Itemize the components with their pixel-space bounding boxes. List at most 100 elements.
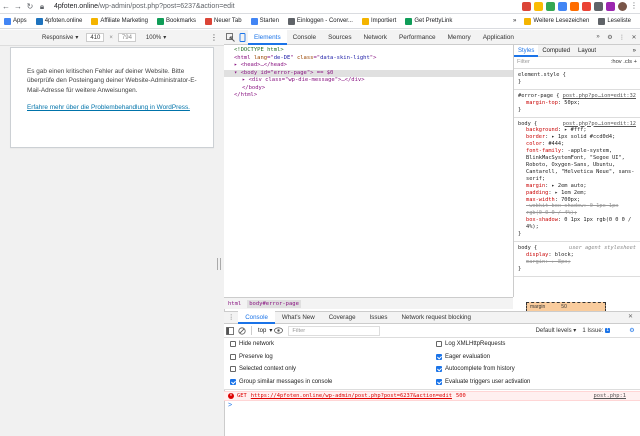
- clear-console-icon[interactable]: [236, 323, 248, 338]
- setting-log-xmlhttprequests[interactable]: Log XMLHttpRequests: [436, 341, 505, 347]
- context-select[interactable]: top: [258, 327, 267, 334]
- checkbox[interactable]: [230, 378, 236, 385]
- bookmark-item[interactable]: Bookmarks: [156, 17, 196, 25]
- checkbox[interactable]: [436, 378, 442, 385]
- bookmark-item[interactable]: 4pfoten.online: [35, 17, 82, 25]
- checkbox[interactable]: [436, 366, 442, 372]
- tab-performance[interactable]: Performance: [399, 33, 436, 41]
- checkbox[interactable]: [436, 341, 442, 347]
- tab-sources[interactable]: Sources: [328, 33, 352, 41]
- rule-source-link[interactable]: post.php?po…ion=edit:12: [562, 120, 636, 127]
- styles-filter[interactable]: Filter :hov .cls +: [514, 57, 640, 69]
- checkbox[interactable]: [436, 353, 442, 360]
- setting-preserve-log[interactable]: Preserve log: [230, 353, 273, 360]
- inspect-icon[interactable]: [224, 30, 236, 45]
- dom-node[interactable]: </body>: [242, 84, 266, 91]
- bookmark-item[interactable]: Einloggen - Conver...: [287, 17, 353, 25]
- dom-node-selected[interactable]: ▾ <body id="error-page"> == $0: [224, 69, 513, 77]
- drawer-menu-icon[interactable]: ⋮: [228, 314, 235, 321]
- tab-layout[interactable]: Layout: [578, 47, 597, 54]
- extension-icon[interactable]: [546, 2, 555, 11]
- extension-icon[interactable]: [606, 2, 615, 11]
- checkbox[interactable]: [230, 353, 236, 360]
- device-mode-select[interactable]: Responsive: [42, 34, 74, 41]
- dom-node[interactable]: ▸ <head>…</head>: [234, 62, 287, 68]
- bookmark-item[interactable]: Get PrettyLink: [405, 17, 452, 25]
- error-url-link[interactable]: https://4pfoten.online/wp-admin/post.php…: [250, 393, 452, 399]
- more-icon[interactable]: ⋮: [619, 34, 625, 41]
- tab-memory[interactable]: Memory: [447, 33, 471, 41]
- gear-icon[interactable]: ⚙: [629, 328, 635, 334]
- drawer-tab-what-s-new[interactable]: What's New: [281, 314, 315, 321]
- setting-evaluate-triggers-user-activation[interactable]: Evaluate triggers user activation: [436, 378, 530, 385]
- tab-styles[interactable]: Styles: [514, 45, 539, 57]
- style-property[interactable]: box-shadow: 0 1px 1px rgb(0 0 0 / 4%);: [518, 217, 636, 231]
- tab-console[interactable]: Console: [292, 33, 317, 41]
- drawer-tab-console[interactable]: Console: [238, 311, 275, 324]
- tab-application[interactable]: Application: [482, 33, 514, 41]
- more-tabs-icon[interactable]: »: [596, 34, 600, 40]
- troubleshooting-link[interactable]: Erfahre mehr über die Problembehandlung …: [27, 103, 190, 111]
- style-property[interactable]: padding: ▸ 1em 2em;: [518, 190, 636, 197]
- rule-source-link[interactable]: post.php?po…ion=edit:32: [562, 92, 636, 99]
- bookmark-item[interactable]: Affiliate Marketing: [91, 17, 148, 25]
- bookmark-item[interactable]: Starten: [250, 17, 279, 25]
- setting-autocomplete-from-history[interactable]: Autocomplete from history: [436, 366, 515, 372]
- rule-selector[interactable]: element.style {: [518, 72, 566, 78]
- style-property[interactable]: margin: ▸ 8px;: [518, 259, 636, 266]
- back-icon[interactable]: ←: [2, 2, 10, 11]
- viewport-height-input[interactable]: 794: [117, 33, 136, 42]
- close-icon[interactable]: ✕: [631, 34, 637, 41]
- checkbox[interactable]: [230, 341, 236, 347]
- rule-selector[interactable]: body {: [518, 244, 538, 251]
- more-tabs-icon[interactable]: »: [632, 47, 636, 54]
- reload-icon[interactable]: ↻: [26, 2, 34, 11]
- style-property[interactable]: margin-top: 50px;: [518, 100, 636, 107]
- issues-button[interactable]: 1 Issue:1: [582, 328, 610, 334]
- resize-handle[interactable]: [217, 258, 221, 270]
- drawer-tab-network-request-blocking[interactable]: Network request blocking: [401, 314, 471, 321]
- breadcrumb-item[interactable]: html: [228, 300, 242, 307]
- eye-icon[interactable]: [272, 323, 284, 338]
- style-property[interactable]: color: #444;: [518, 141, 636, 148]
- console-filter-input[interactable]: Filter: [288, 325, 381, 336]
- setting-eager-evaluation[interactable]: Eager evaluation: [436, 353, 490, 360]
- tab-computed[interactable]: Computed: [542, 47, 571, 54]
- dom-node[interactable]: <!DOCTYPE html>: [224, 47, 513, 55]
- style-property[interactable]: -webkit-box-shadow: 0 1px 1px rgb(0 0 0 …: [518, 203, 636, 217]
- console-prompt[interactable]: >: [228, 402, 233, 409]
- setting-hide-network[interactable]: Hide network: [230, 341, 274, 347]
- extension-icon[interactable]: [534, 2, 543, 11]
- styles-filter-tools[interactable]: :hov .cls +: [610, 59, 637, 66]
- error-source-link[interactable]: post.php:1: [593, 393, 626, 399]
- style-property[interactable]: border: ▸ 1px solid #ccd0d4;: [518, 134, 636, 141]
- menu-icon[interactable]: ⋮: [630, 1, 638, 10]
- rule-selector[interactable]: #error-page {: [518, 92, 560, 99]
- tab-network[interactable]: Network: [363, 33, 387, 41]
- extension-icon[interactable]: [570, 2, 579, 11]
- style-property[interactable]: background: ▸ #fff;: [518, 127, 636, 134]
- extension-icon[interactable]: [522, 2, 531, 11]
- reading-list[interactable]: Leseliste: [598, 17, 631, 25]
- style-property[interactable]: display: block;: [518, 252, 636, 259]
- styles-filter-input[interactable]: Filter: [517, 59, 530, 66]
- profile-avatar[interactable]: [618, 2, 627, 11]
- gear-icon[interactable]: ⚙: [607, 34, 613, 41]
- more-bookmarks-icon[interactable]: »: [513, 18, 517, 24]
- sidebar-toggle-icon[interactable]: [224, 323, 236, 338]
- more-icon[interactable]: ⋮: [210, 33, 218, 42]
- style-property[interactable]: margin: ▸ 2em auto;: [518, 183, 636, 190]
- style-property[interactable]: font-family: -apple-system, BlinkMacSyst…: [518, 148, 636, 183]
- setting-group-similar-messages-in-console[interactable]: Group similar messages in console: [230, 378, 332, 385]
- dom-node[interactable]: <html lang="de-DE" class="data-skin-ligh…: [234, 54, 377, 61]
- checkbox[interactable]: [230, 366, 236, 372]
- rule-selector[interactable]: body {: [518, 120, 538, 127]
- url-field[interactable]: 4pfoten.online/wp-admin/post.php?post=62…: [54, 3, 235, 10]
- forward-icon[interactable]: →: [14, 2, 22, 11]
- drawer-tab-coverage[interactable]: Coverage: [328, 314, 356, 321]
- viewport-width-input[interactable]: 410: [86, 33, 105, 42]
- dom-node[interactable]: </html>: [234, 92, 258, 98]
- tab-elements[interactable]: Elements: [248, 29, 287, 45]
- setting-selected-context-only[interactable]: Selected context only: [230, 366, 296, 372]
- extension-icon[interactable]: [582, 2, 591, 11]
